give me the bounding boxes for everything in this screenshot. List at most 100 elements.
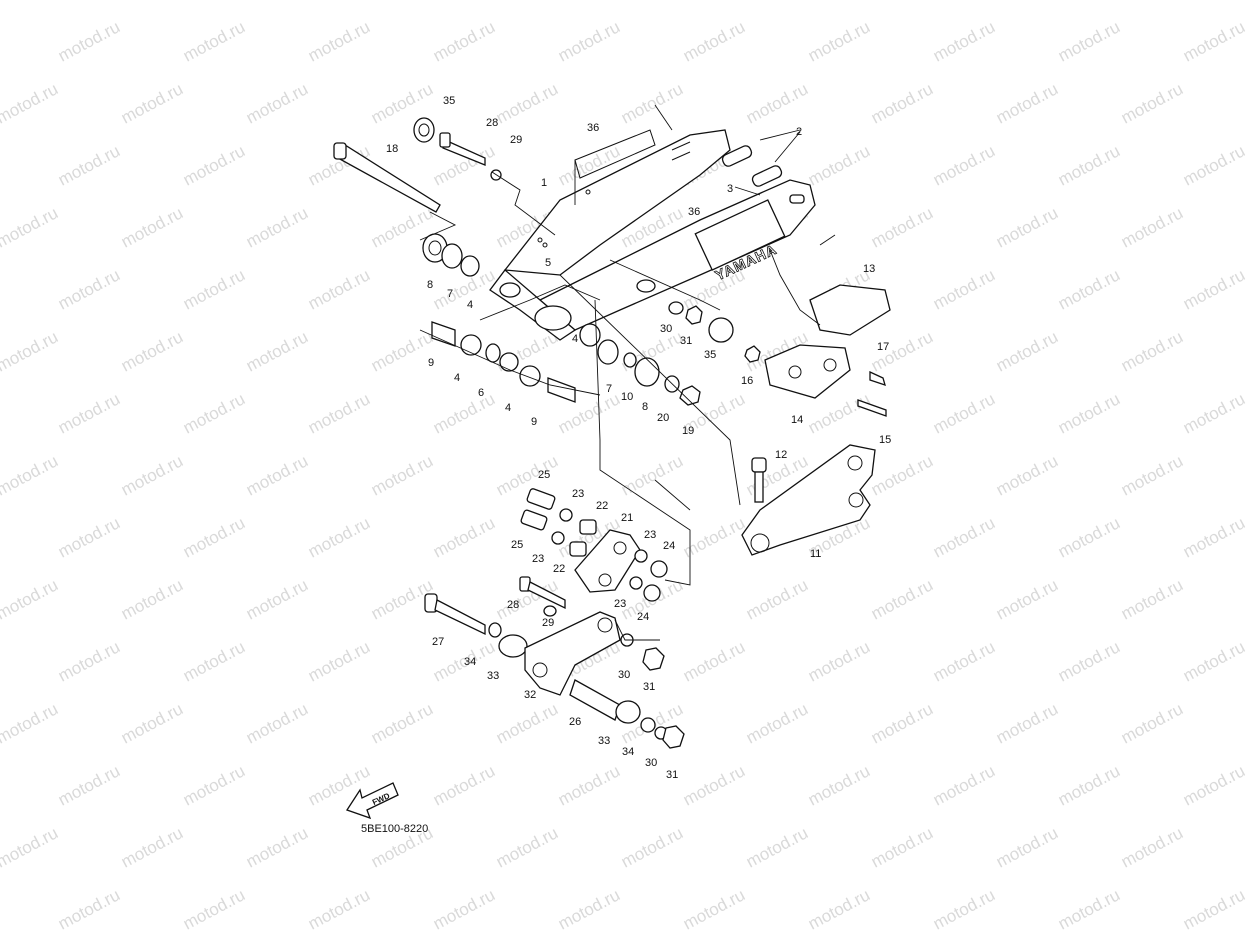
forward-arrow: FWD: [346, 782, 399, 820]
watermark: motod.ru: [180, 265, 248, 313]
watermark: motod.ru: [243, 699, 311, 747]
watermark: motod.ru: [1180, 17, 1248, 65]
callout-4: 4: [572, 333, 578, 345]
watermark: motod.ru: [243, 203, 311, 251]
pivot-shaft: [333, 142, 441, 213]
watermark: motod.ru: [1180, 885, 1248, 933]
callout-33: 33: [487, 670, 499, 682]
callout-31: 31: [643, 681, 655, 693]
watermark: motod.ru: [993, 575, 1061, 623]
watermark: motod.ru: [1118, 79, 1186, 127]
swingarm: YAMAHA: [489, 129, 816, 341]
watermark: motod.ru: [118, 79, 186, 127]
watermark: motod.ru: [0, 203, 61, 251]
callout-28: 28: [486, 117, 498, 129]
watermark: motod.ru: [1055, 17, 1123, 65]
watermark: motod.ru: [680, 885, 748, 933]
callout-6: 6: [478, 387, 484, 399]
callout-8: 8: [642, 401, 648, 413]
watermark: motod.ru: [743, 575, 811, 623]
watermark: motod.ru: [493, 699, 561, 747]
watermark: motod.ru: [243, 823, 311, 871]
watermark: motod.ru: [180, 513, 248, 561]
callout-5: 5: [545, 257, 551, 269]
callout-30: 30: [660, 323, 672, 335]
callout-23: 23: [572, 488, 584, 500]
watermark: motod.ru: [493, 823, 561, 871]
callout-34: 34: [464, 656, 476, 668]
callout-4: 4: [454, 372, 460, 384]
watermark: motod.ru: [118, 823, 186, 871]
callout-23: 23: [644, 529, 656, 541]
callout-32: 32: [524, 689, 536, 701]
watermark: motod.ru: [993, 699, 1061, 747]
watermark: motod.ru: [1180, 389, 1248, 437]
watermark: motod.ru: [555, 17, 623, 65]
watermark: motod.ru: [993, 451, 1061, 499]
watermark: motod.ru: [118, 203, 186, 251]
watermark: motod.ru: [180, 761, 248, 809]
callout-26: 26: [569, 716, 581, 728]
watermark: motod.ru: [368, 451, 436, 499]
watermark: motod.ru: [243, 0, 311, 4]
watermark: motod.ru: [680, 17, 748, 65]
watermark: motod.ru: [1118, 203, 1186, 251]
watermark: motod.ru: [618, 0, 686, 4]
callout-36: 36: [587, 122, 599, 134]
watermark: motod.ru: [930, 637, 998, 685]
watermark: motod.ru: [55, 513, 123, 561]
watermark: motod.ru: [180, 637, 248, 685]
callout-8: 8: [427, 279, 433, 291]
watermark: motod.ru: [180, 141, 248, 189]
watermark: motod.ru: [1118, 699, 1186, 747]
watermark: motod.ru: [305, 17, 373, 65]
watermark: motod.ru: [118, 451, 186, 499]
callout-25: 25: [538, 469, 550, 481]
watermark: motod.ru: [430, 885, 498, 933]
watermark: motod.ru: [118, 0, 186, 4]
watermark: motod.ru: [1180, 637, 1248, 685]
callout-35: 35: [443, 95, 455, 107]
watermark: motod.ru: [618, 823, 686, 871]
watermark: motod.ru: [1180, 513, 1248, 561]
watermark: motod.ru: [993, 203, 1061, 251]
watermark: motod.ru: [55, 761, 123, 809]
watermark: motod.ru: [868, 203, 936, 251]
watermark: motod.ru: [618, 79, 686, 127]
watermark: motod.ru: [305, 389, 373, 437]
callout-30: 30: [618, 669, 630, 681]
watermark: motod.ru: [1118, 0, 1186, 4]
callout-35: 35: [704, 349, 716, 361]
watermark: motod.ru: [243, 451, 311, 499]
callout-31: 31: [666, 769, 678, 781]
watermark: motod.ru: [743, 0, 811, 4]
watermark: motod.ru: [1055, 637, 1123, 685]
watermark: motod.ru: [0, 451, 61, 499]
callout-21: 21: [621, 512, 633, 524]
callout-25: 25: [511, 539, 523, 551]
watermark: motod.ru: [805, 761, 873, 809]
callout-2: 2: [796, 126, 802, 138]
watermark: motod.ru: [868, 699, 936, 747]
callout-10: 10: [621, 391, 633, 403]
watermark: motod.ru: [0, 79, 61, 127]
callout-33: 33: [598, 735, 610, 747]
watermark: motod.ru: [993, 0, 1061, 4]
watermark: motod.ru: [805, 17, 873, 65]
callout-20: 20: [657, 412, 669, 424]
watermark: motod.ru: [868, 79, 936, 127]
callout-16: 16: [741, 375, 753, 387]
watermark: motod.ru: [180, 885, 248, 933]
callout-9: 9: [531, 416, 537, 428]
callout-11: 11: [810, 548, 821, 560]
callout-1: 1: [541, 177, 547, 189]
watermark: motod.ru: [1055, 885, 1123, 933]
watermark: motod.ru: [930, 885, 998, 933]
watermark: motod.ru: [868, 0, 936, 4]
swingarm-fastener-group: [668, 301, 734, 343]
watermark: motod.ru: [680, 637, 748, 685]
watermark: motod.ru: [118, 327, 186, 375]
watermark: motod.ru: [1180, 141, 1248, 189]
watermark: motod.ru: [305, 265, 373, 313]
callout-13: 13: [863, 263, 875, 275]
